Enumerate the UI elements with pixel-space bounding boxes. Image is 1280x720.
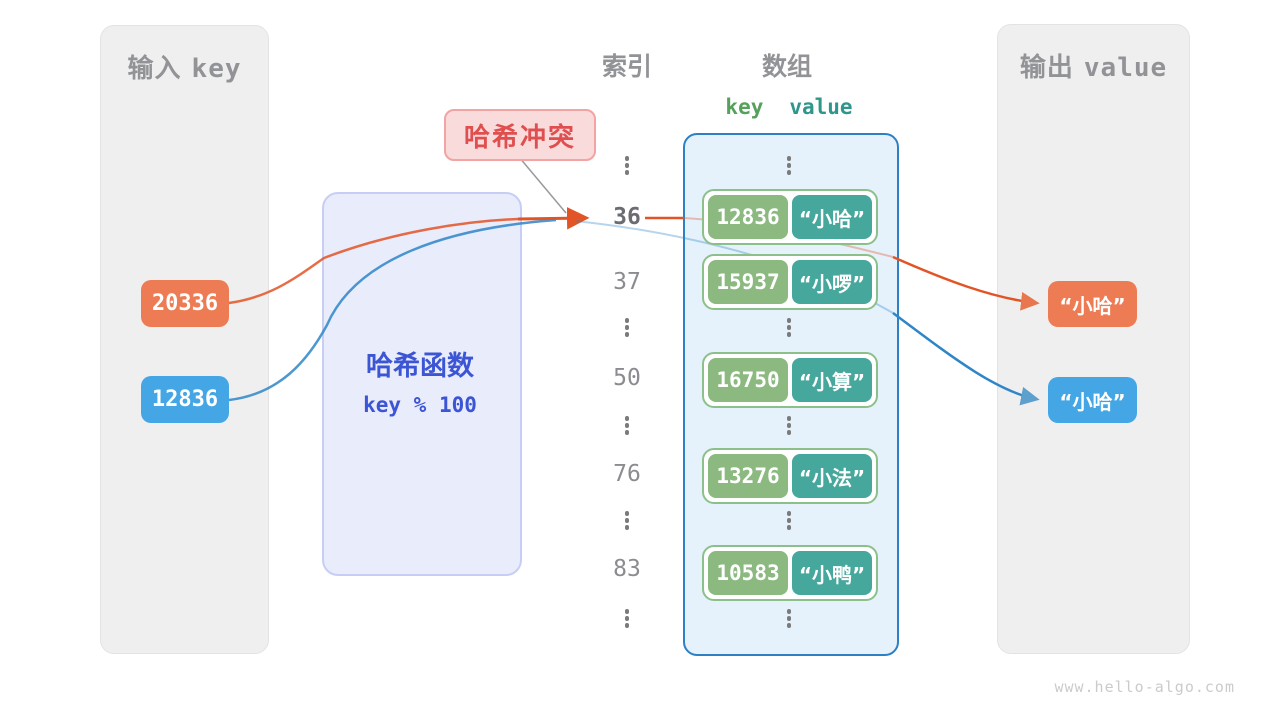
output-panel: 输出 value (997, 24, 1190, 654)
array-row-37: 15937 “小啰” (702, 254, 878, 310)
index-label-76: 76 (613, 461, 641, 487)
output-value-blue-label: “小哈” (1059, 389, 1126, 414)
hash-function-box (322, 192, 522, 576)
output-title-mono: value (1083, 53, 1168, 83)
array-key-cell: 12836 (708, 195, 788, 239)
ellipsis-icon (759, 511, 819, 530)
ellipsis-icon (759, 156, 819, 175)
hash-collision-text: 哈希冲突 (463, 122, 576, 153)
index-label-50: 50 (613, 365, 641, 391)
ellipsis-icon (597, 156, 657, 175)
hash-function-title: 哈希函数 (366, 351, 474, 382)
input-key-12836-label: 12836 (151, 387, 219, 412)
array-row-36: 12836 “小哈” (702, 189, 878, 245)
site-url: www.hello-algo.com (1054, 678, 1235, 696)
input-key-12836: 12836 (141, 376, 229, 423)
ellipsis-icon (597, 318, 657, 337)
input-title-cjk: 输入 (127, 54, 182, 84)
input-title-mono: key (191, 54, 242, 84)
hash-function-formula: key % 100 (363, 393, 477, 417)
output-panel-title: 输出 value (998, 47, 1189, 84)
ellipsis-icon (597, 609, 657, 628)
ellipsis-icon (759, 416, 819, 435)
array-value-cell: “小算” (792, 358, 872, 402)
array-key-cell: 10583 (708, 551, 788, 595)
array-key-cell: 16750 (708, 358, 788, 402)
key-value-header: key value (683, 95, 895, 119)
index-column-title: 索引 (601, 52, 652, 81)
array-key-cell: 13276 (708, 454, 788, 498)
array-row-50: 16750 “小算” (702, 352, 878, 408)
input-key-20336: 20336 (141, 280, 229, 327)
array-key-cell: 15937 (708, 260, 788, 304)
value-header-label: value (789, 95, 853, 119)
array-value-cell: “小哈” (792, 195, 872, 239)
array-row-83: 10583 “小鸭” (702, 545, 878, 601)
ellipsis-icon (597, 511, 657, 530)
input-panel: 输入 key (100, 25, 269, 654)
array-value-cell: “小鸭” (792, 551, 872, 595)
array-value-cell: “小啰” (792, 260, 872, 304)
output-value-orange-label: “小哈” (1059, 293, 1126, 318)
collision-leader-line (518, 156, 567, 214)
input-key-20336-label: 20336 (151, 291, 219, 316)
index-label-36: 36 (613, 204, 641, 230)
array-column-title: 数组 (761, 52, 812, 81)
key-header-label: key (725, 95, 764, 119)
index-label-37: 37 (613, 269, 641, 295)
output-value-blue: “小哈” (1048, 377, 1137, 423)
wire-hash-to-index (517, 207, 590, 230)
array-value-cell: “小法” (792, 454, 872, 498)
output-title-cjk: 输出 (1019, 53, 1074, 83)
ellipsis-icon (597, 416, 657, 435)
index-label-83: 83 (613, 556, 641, 582)
output-value-orange: “小哈” (1048, 281, 1137, 327)
input-panel-title: 输入 key (101, 48, 268, 85)
ellipsis-icon (759, 609, 819, 628)
array-row-76: 13276 “小法” (702, 448, 878, 504)
ellipsis-icon (759, 318, 819, 337)
hash-collision-label: 哈希冲突 (444, 109, 596, 161)
